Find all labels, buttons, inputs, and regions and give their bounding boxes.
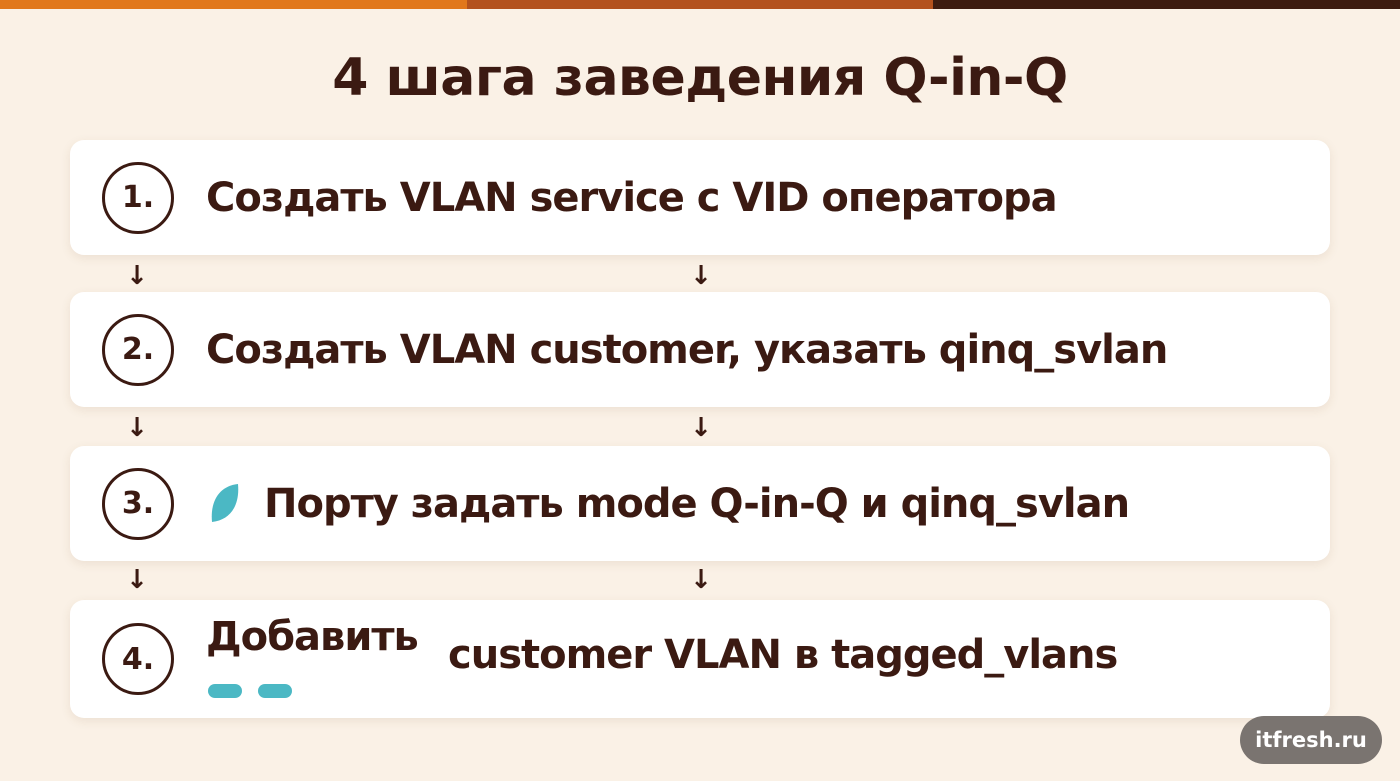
watermark-badge: itfresh.ru: [1240, 716, 1382, 764]
leaf-icon: [211, 483, 239, 522]
step-number-3: 3.: [102, 467, 174, 540]
down-arrow-icon: ↓: [690, 413, 712, 443]
down-arrow-icon: ↓: [690, 261, 712, 291]
decor-dash: [208, 684, 242, 698]
step-text-2: Создать VLAN customer, указать qinq_svla…: [206, 326, 1168, 373]
step-card-3: 3. Порту задать mode Q-in-Q и qinq_svlan: [70, 446, 1330, 561]
step-card-4: 4. Добавить customer VLAN в tagged_vlans: [70, 600, 1330, 718]
step-text-3: Порту задать mode Q-in-Q и qinq_svlan: [264, 480, 1130, 527]
top-bar-segment-dark: [933, 0, 1400, 9]
top-bar-segment-rust: [466, 0, 934, 9]
step-text-4-part2: customer VLAN в tagged_vlans: [448, 632, 1118, 678]
step-number-4: 4.: [102, 623, 174, 695]
top-bar-segment-orange: [0, 0, 467, 9]
step-number-1: 1.: [102, 161, 174, 234]
step-number-2: 2.: [102, 313, 174, 386]
down-arrow-icon: ↓: [690, 565, 712, 595]
top-color-bar: [0, 0, 1400, 9]
step-card-1: 1. Создать VLAN service с VID оператора: [70, 140, 1330, 255]
step-text-4-part1: Добавить: [206, 614, 419, 660]
decor-dash: [258, 684, 292, 698]
down-arrow-icon: ↓: [126, 413, 148, 443]
down-arrow-icon: ↓: [126, 565, 148, 595]
step-text-1: Создать VLAN service с VID оператора: [206, 174, 1058, 221]
page-title: 4 шага заведения Q-in-Q: [332, 48, 1068, 108]
step-card-2: 2. Создать VLAN customer, указать qinq_s…: [70, 292, 1330, 407]
down-arrow-icon: ↓: [126, 261, 148, 291]
